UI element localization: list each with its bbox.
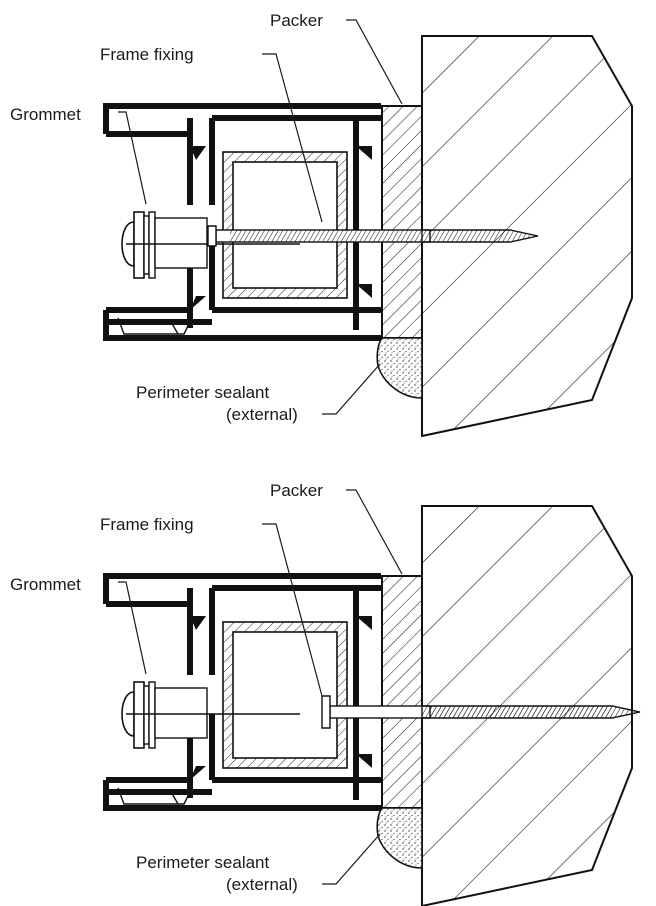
detail-bottom: Packer Frame fixing Grommet Perimeter se… — [10, 481, 641, 906]
sealant-label-bottom-line1: Perimeter sealant — [136, 853, 270, 872]
packer-label-bottom: Packer — [270, 481, 323, 500]
sealant-label-top-line1: Perimeter sealant — [136, 383, 270, 402]
sealant-leader-top — [322, 363, 381, 415]
grommet-leader-bottom — [118, 581, 147, 675]
packer-label-top: Packer — [270, 11, 323, 30]
sealant-leader-bottom — [322, 833, 381, 885]
frame-fixing-screw-top — [207, 225, 539, 247]
grommet-label-top: Grommet — [10, 105, 81, 124]
detail-top: Packer Frame fixing Grommet Perimeter se… — [10, 11, 632, 436]
frame-fixing-label-bottom: Frame fixing — [100, 515, 194, 534]
grommet-leader-top — [118, 111, 147, 205]
frame-fixing-leader-bottom — [262, 523, 323, 697]
frame-fixing-leader-top — [262, 53, 323, 223]
sealant-label-bottom-line2: (external) — [226, 875, 298, 894]
frame-fixing-screw-bottom — [321, 695, 641, 729]
packer-leader-top — [346, 19, 403, 105]
packer-leader-bottom — [346, 489, 403, 575]
frame-fixing-label-top: Frame fixing — [100, 45, 194, 64]
grommet-label-bottom: Grommet — [10, 575, 81, 594]
sealant-label-top-line2: (external) — [226, 405, 298, 424]
